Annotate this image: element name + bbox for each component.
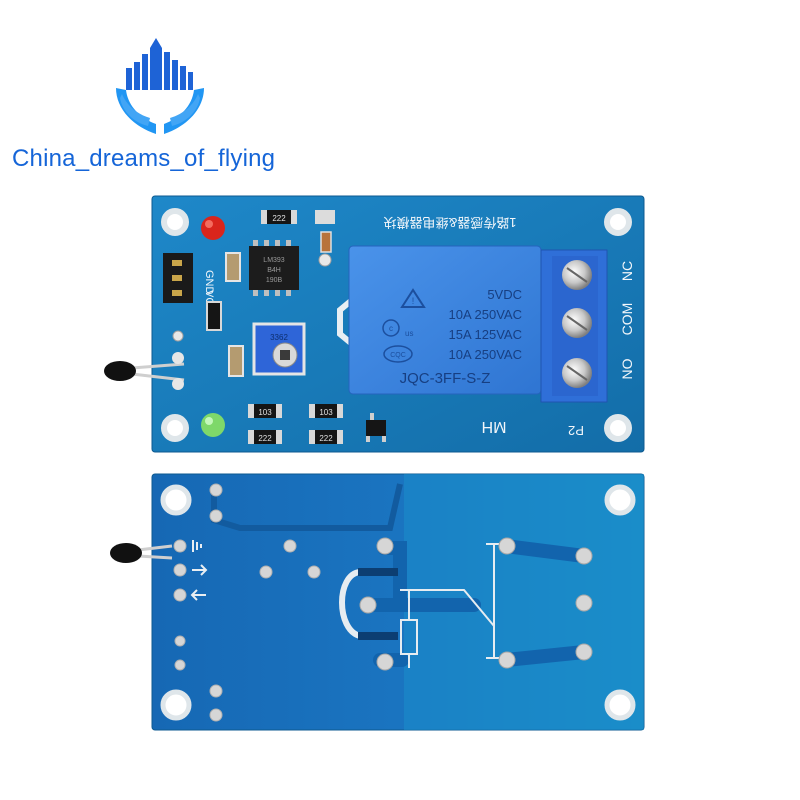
- svg-text:222: 222: [258, 434, 272, 443]
- top-board: 1路传感器&继电器模块 GND VCC LM393 B4H 190B: [104, 195, 645, 453]
- relay-spec-4: 10A 250VAC: [449, 347, 522, 362]
- smd-capacitor: [228, 345, 244, 377]
- potentiometer: 3362: [252, 322, 306, 376]
- mounting-hole: [160, 484, 636, 721]
- ic-marking-1: LM393: [263, 257, 285, 264]
- relay-cert-ul: c: [389, 324, 393, 333]
- pot-label: 3362: [270, 333, 288, 342]
- maker-mark: MH: [482, 418, 507, 435]
- smd-resistor: 222: [261, 210, 297, 224]
- terminal-label-no: NO: [619, 358, 635, 379]
- mounting-hole: [161, 208, 632, 442]
- svg-text:222: 222: [319, 434, 333, 443]
- relay-model: JQC-3FF-S-Z: [400, 370, 491, 387]
- thermistor-probe: [104, 352, 185, 390]
- smd-resistor: [206, 301, 222, 331]
- pin-header: [163, 253, 193, 303]
- comparator-ic: LM393 B4H 190B: [249, 240, 299, 296]
- power-led: [201, 216, 225, 240]
- smd-resistor: 222: [309, 430, 343, 444]
- ic-marking-3: 190B: [266, 277, 283, 284]
- smd-resistor: 103: [248, 404, 282, 418]
- screw-terminal: [540, 249, 608, 403]
- relay-cert-cqc: CQC: [390, 352, 406, 359]
- smd-diode: [315, 210, 335, 224]
- connector-label: P2: [568, 423, 584, 438]
- relay-spec-3: 15A 125VAC: [449, 327, 522, 342]
- svg-text:222: 222: [272, 214, 286, 223]
- status-led: [201, 413, 225, 437]
- relay-spec-2: 10A 250VAC: [449, 307, 522, 322]
- relay-cert-us: us: [405, 329, 413, 338]
- thermistor-probe: [110, 543, 173, 563]
- terminal-label-nc: NC: [619, 261, 635, 281]
- diode: [320, 231, 332, 253]
- relay: ! c us CQC 5VDC 10A 250VAC 15A 125VAC 10…: [348, 245, 542, 395]
- svg-text:103: 103: [258, 408, 272, 417]
- svg-text:!: !: [412, 296, 415, 306]
- pin-label-gnd: GND: [203, 270, 215, 295]
- smd-capacitor: [225, 252, 241, 282]
- relay-spec-1: 5VDC: [487, 287, 522, 302]
- brand-logo-icon: [116, 38, 204, 134]
- smd-resistor: 222: [248, 430, 282, 444]
- terminal-label-com: COM: [619, 303, 635, 336]
- transistor: [366, 413, 386, 442]
- svg-text:103: 103: [319, 408, 333, 417]
- bottom-board: [110, 473, 645, 731]
- smd-resistor: 103: [309, 404, 343, 418]
- brand-name: China_dreams_of_flying: [12, 145, 276, 172]
- ic-marking-2: B4H: [267, 267, 281, 274]
- board-title: 1路传感器&继电器模块: [384, 215, 517, 230]
